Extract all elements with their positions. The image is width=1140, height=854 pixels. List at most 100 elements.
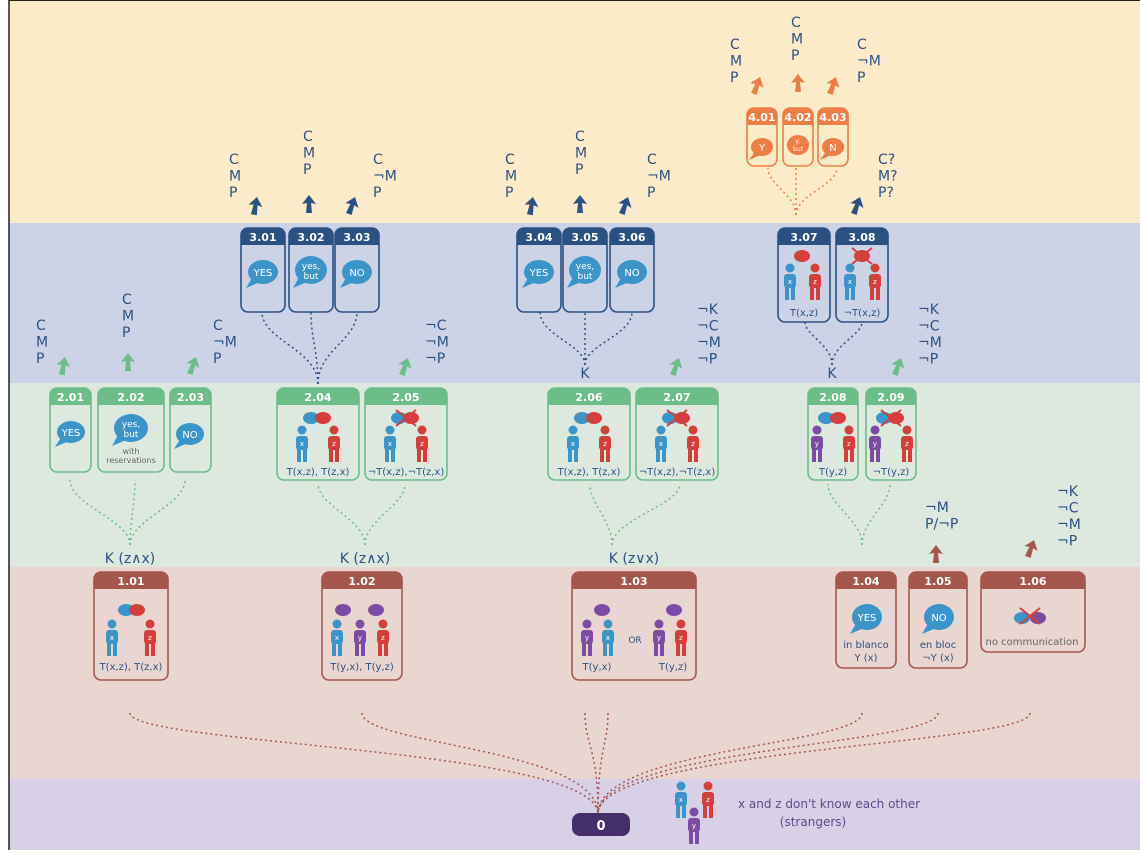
dotted-connector <box>597 712 1031 815</box>
person-letter: z <box>813 278 817 286</box>
arrow-label-line: P <box>373 185 381 201</box>
bubble-text: yes, <box>576 262 594 272</box>
arrow-label-line: M <box>122 309 134 325</box>
bubble-tail <box>522 278 536 288</box>
person-letter: x <box>848 278 852 286</box>
node-caption: T(x,z), T(z,x) <box>99 662 163 673</box>
head <box>603 619 613 629</box>
torso <box>687 436 699 450</box>
leg <box>876 287 880 300</box>
leg <box>609 643 613 656</box>
box-header <box>241 228 285 245</box>
head <box>844 425 854 435</box>
bubble-text: Y <box>758 143 766 154</box>
bubble-text: YES <box>61 428 81 439</box>
leg <box>113 643 117 656</box>
bubble-body <box>342 260 372 284</box>
dotted-connector <box>361 712 599 815</box>
leg <box>574 449 578 462</box>
head <box>656 425 666 435</box>
small-speech-bubble-icon <box>574 412 590 424</box>
node-note: reservations <box>106 456 156 465</box>
arrow-label-line: ¬M <box>918 335 942 351</box>
arrow-icon <box>791 74 805 92</box>
node-caption: in blanco <box>843 640 889 651</box>
bubble-body <box>114 414 148 442</box>
arrow-label-line: C <box>303 129 313 145</box>
speech-bubble: N <box>820 138 844 160</box>
bubble-body <box>924 604 954 630</box>
cross-icon <box>666 409 688 427</box>
node-caption: T(y,z) <box>658 662 687 673</box>
leg <box>682 805 686 818</box>
dotted-connector <box>767 167 797 216</box>
arrow-label: ¬K¬C¬M¬P <box>1057 484 1081 550</box>
dotted-connector <box>69 479 131 546</box>
small-speech-bubble-icon <box>888 412 904 424</box>
box-id: 3.08 <box>848 231 875 244</box>
bubble-text: NO <box>931 613 946 624</box>
leg <box>876 449 880 462</box>
speech-bubble: yes,but <box>567 256 601 288</box>
arrow-label-line: P <box>857 70 865 86</box>
leg <box>600 449 604 462</box>
person-z-icon: z <box>377 619 389 656</box>
dotted-connector <box>589 483 613 546</box>
small-speech-bubble-icon <box>794 250 810 262</box>
arrow-label-line: P <box>575 162 583 178</box>
arrow-label-line: M? <box>878 169 898 185</box>
person-letter: z <box>691 440 695 448</box>
bubble-text: but <box>578 272 593 282</box>
leg <box>603 643 607 656</box>
bubble-tail <box>749 151 763 160</box>
box-header <box>783 108 813 125</box>
bubble-text: but <box>793 146 804 153</box>
head <box>810 263 820 273</box>
person-letter: z <box>332 440 336 448</box>
bubble-text: NO <box>182 430 197 441</box>
leg <box>676 805 680 818</box>
head <box>385 425 395 435</box>
box-id: 1.05 <box>924 575 951 588</box>
dotted-connector <box>795 167 838 216</box>
arrow-label-line: ¬K <box>697 302 719 318</box>
leg <box>694 449 698 462</box>
leg <box>385 449 389 462</box>
leg <box>812 449 816 462</box>
arrowhead <box>618 197 632 215</box>
arrow-label-line: ¬C <box>697 319 719 335</box>
box-header <box>289 228 333 245</box>
person-letter: z <box>603 440 607 448</box>
node-caption: T(x,z), T(z,x) <box>557 467 621 478</box>
person-z-icon: z <box>687 425 699 462</box>
arrow-label: ¬K¬C¬M¬P <box>697 302 721 368</box>
bubble-body <box>822 138 844 156</box>
box-id: 2.05 <box>392 391 419 404</box>
arrow-icon <box>618 197 632 215</box>
torso <box>843 436 855 450</box>
torso <box>653 630 665 644</box>
arrowhead <box>398 358 412 376</box>
torso <box>655 436 667 450</box>
person-x-icon: x <box>844 263 856 300</box>
cross-icon <box>851 247 873 265</box>
arrow-label-line: P? <box>878 185 894 201</box>
person-letter: z <box>873 278 877 286</box>
arrow-icon <box>121 353 135 371</box>
torso <box>599 436 611 450</box>
small-speech-bubble-icon <box>594 604 610 616</box>
dotted-connector <box>861 483 891 546</box>
torso <box>581 630 593 644</box>
dotted-connector <box>597 712 939 815</box>
box-header <box>170 388 211 405</box>
dotted-connector <box>261 311 319 385</box>
box-id: 2.04 <box>304 391 331 404</box>
bubble-text: yes, <box>122 420 140 430</box>
